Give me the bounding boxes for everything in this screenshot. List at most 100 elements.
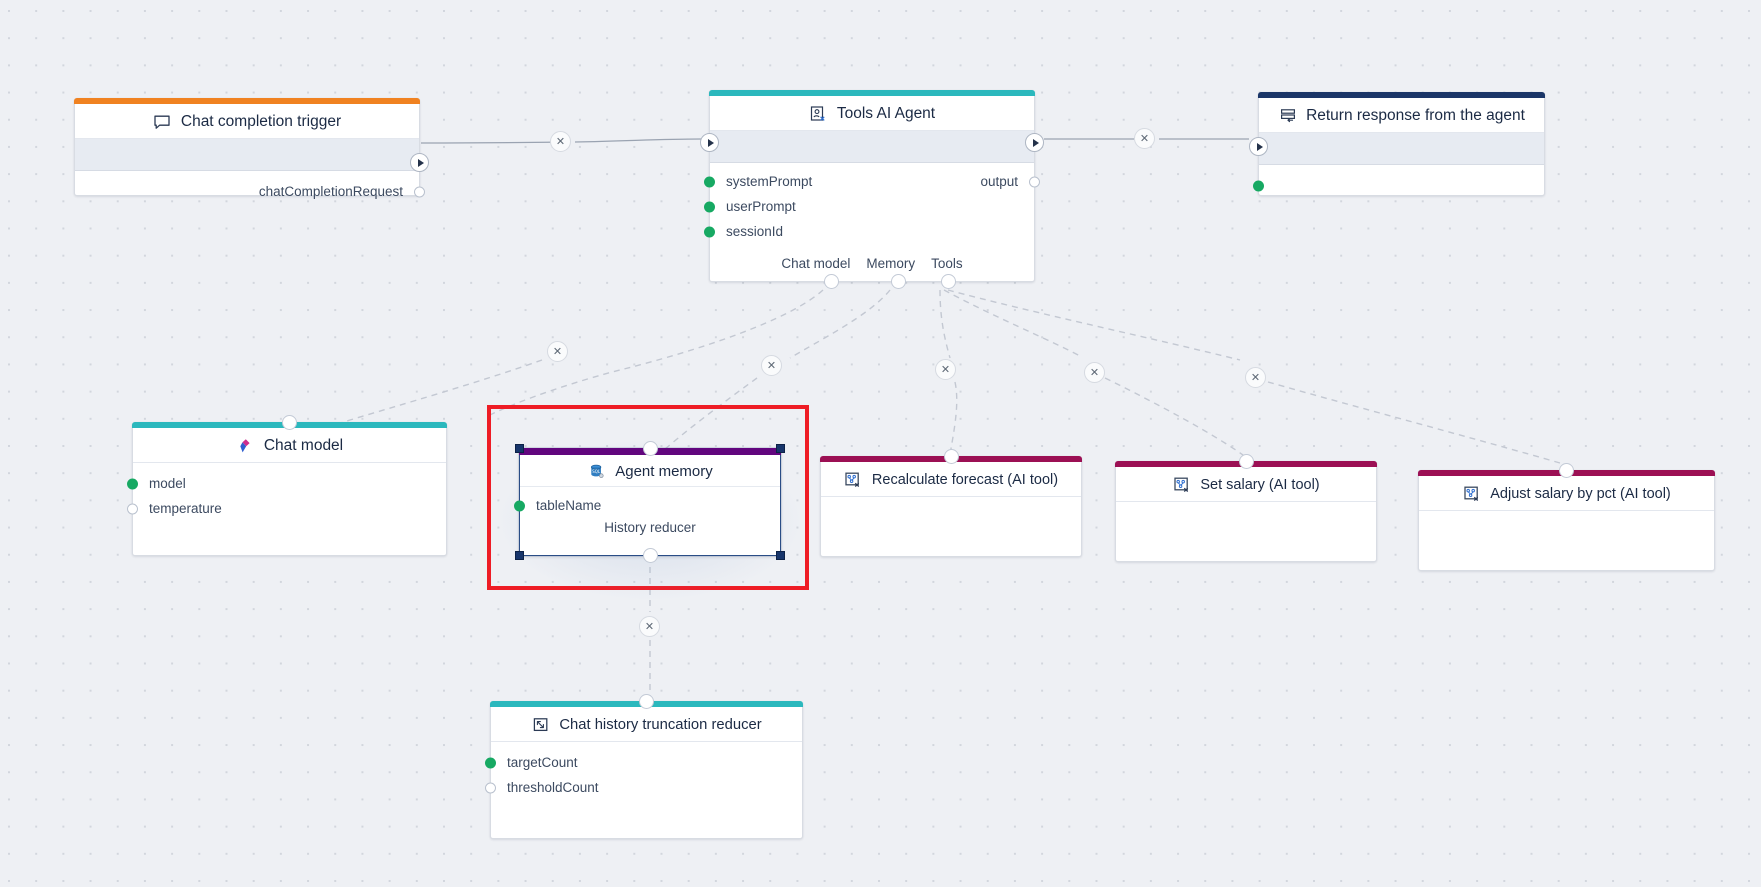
- node-title-text: Chat model: [263, 436, 344, 454]
- close-icon: ✕: [1139, 132, 1150, 145]
- edge-delete-agent-to-chatmodel[interactable]: ✕: [547, 341, 568, 362]
- edge-delete-agent-to-adjustsalary[interactable]: ✕: [1245, 367, 1266, 388]
- ai-agent-icon: [809, 104, 828, 123]
- bottom-port-label-history-reducer: History reducer: [604, 520, 696, 535]
- node-body: systemPrompt output userPrompt sessionId…: [704, 163, 1040, 271]
- node-body: targetCount thresholdCount: [485, 742, 802, 800]
- node-agent-memory[interactable]: SQL Agent memory tableName History reduc…: [514, 441, 785, 563]
- input-port-dot[interactable]: [704, 201, 715, 212]
- node-return-response[interactable]: Return response from the agent: [1249, 92, 1545, 198]
- input-port-label: userPrompt: [726, 198, 796, 214]
- input-port-dot[interactable]: [514, 500, 525, 511]
- output-port-dot[interactable]: [414, 186, 425, 197]
- input-port-label: systemPrompt: [726, 173, 813, 189]
- top-handle-adjust-salary[interactable]: [1559, 463, 1574, 478]
- close-icon: ✕: [1089, 366, 1100, 379]
- node-tools-ai-agent[interactable]: Tools AI Agent systemPrompt output userP…: [700, 90, 1044, 289]
- selection-handle-top-left[interactable]: [515, 444, 524, 453]
- flow-output-handle[interactable]: [1025, 133, 1044, 152]
- input-port-row[interactable]: [1253, 173, 1544, 198]
- edge-delete-agent-to-setsalary[interactable]: ✕: [1084, 362, 1105, 383]
- input-port-row-systemprompt[interactable]: systemPrompt output: [704, 169, 1040, 194]
- flow-input-handle[interactable]: [1249, 137, 1268, 156]
- input-port-dot[interactable]: [127, 503, 138, 514]
- input-port-dot[interactable]: [1253, 180, 1264, 191]
- top-handle-recalculate-forecast[interactable]: [943, 449, 959, 464]
- node-chat-model[interactable]: Chat model model temperature: [127, 415, 447, 556]
- node-chat-history-truncation-reducer[interactable]: Chat history truncation reducer targetCo…: [485, 694, 803, 839]
- close-icon: ✕: [644, 620, 655, 633]
- execution-strip: [710, 131, 1034, 163]
- input-port-label: tableName: [536, 497, 602, 513]
- output-port-label: chatCompletionRequest: [258, 183, 403, 199]
- input-port-row-model[interactable]: model: [127, 471, 446, 496]
- input-port-row-userprompt[interactable]: userPrompt: [704, 194, 1034, 219]
- node-title-bar: Return response from the agent: [1259, 99, 1544, 133]
- input-port-label: thresholdCount: [507, 779, 599, 795]
- node-chat-completion-trigger[interactable]: Chat completion trigger chatCompletionRe…: [74, 98, 429, 198]
- input-port-row-targetcount[interactable]: targetCount: [485, 750, 802, 775]
- node-body: [1253, 173, 1544, 198]
- bottom-handle-memory[interactable]: [891, 274, 906, 289]
- bottom-port-label-memory: Memory: [866, 256, 916, 271]
- node-title-bar: Tools AI Agent: [710, 97, 1034, 131]
- node-title-bar: Chat model: [133, 429, 446, 463]
- output-port-label: output: [980, 174, 1018, 189]
- red-highlight-rectangle: [487, 405, 809, 590]
- node-set-salary[interactable]: Set salary (AI tool): [1115, 454, 1377, 562]
- node-body: tableName History reducer: [514, 487, 780, 535]
- close-icon: ✕: [766, 359, 777, 372]
- output-port-dot[interactable]: [1029, 176, 1040, 187]
- edge-delete-agent-to-memory[interactable]: ✕: [761, 355, 782, 376]
- node-recalculate-forecast[interactable]: Recalculate forecast (AI tool): [820, 449, 1082, 557]
- top-handle-reducer[interactable]: [639, 694, 654, 709]
- flow-output-handle[interactable]: [410, 153, 429, 172]
- node-accent-bar: [1258, 92, 1545, 98]
- edge-delete-memory-to-reducer[interactable]: ✕: [639, 616, 660, 637]
- execution-strip: [1259, 133, 1544, 165]
- selection-handle-bottom-left[interactable]: [515, 551, 524, 560]
- node-title-bar: Adjust salary by pct (AI tool): [1419, 477, 1714, 511]
- bottom-handle-tools[interactable]: [941, 274, 956, 289]
- close-icon: ✕: [555, 135, 566, 148]
- return-response-icon: [1278, 106, 1297, 125]
- input-port-dot[interactable]: [704, 176, 715, 187]
- ai-tool-icon: [844, 470, 863, 489]
- input-port-dot[interactable]: [485, 782, 496, 793]
- node-body: chatCompletionRequest: [75, 179, 425, 204]
- input-port-row-sessionid[interactable]: sessionId: [704, 219, 1034, 244]
- node-title-bar: Chat history truncation reducer: [491, 708, 802, 742]
- flow-input-handle[interactable]: [700, 133, 719, 152]
- top-handle-chat-model[interactable]: [282, 415, 297, 430]
- close-icon: ✕: [552, 345, 563, 358]
- bottom-port-label-chat-model: Chat model: [781, 256, 851, 271]
- input-port-dot[interactable]: [127, 478, 138, 489]
- input-port-row-temperature[interactable]: temperature: [127, 496, 446, 521]
- edge-delete-agent-to-response[interactable]: ✕: [1134, 128, 1155, 149]
- input-port-row-thresholdcount[interactable]: thresholdCount: [485, 775, 802, 800]
- edge-delete-trigger-to-agent[interactable]: ✕: [550, 131, 571, 152]
- node-title-text: Set salary (AI tool): [1200, 476, 1320, 493]
- bottom-handle-history-reducer[interactable]: [642, 548, 658, 563]
- bottom-handle-chat-model[interactable]: [824, 274, 839, 289]
- input-port-label: targetCount: [507, 754, 578, 770]
- node-adjust-salary-by-pct[interactable]: Adjust salary by pct (AI tool): [1418, 463, 1715, 571]
- input-port-dot[interactable]: [704, 226, 715, 237]
- input-port-label: model: [149, 475, 186, 491]
- selection-handle-bottom-right[interactable]: [776, 551, 785, 560]
- node-accent-bar: [74, 98, 420, 104]
- edge-delete-agent-to-recalculate[interactable]: ✕: [935, 359, 956, 380]
- output-port-row[interactable]: chatCompletionRequest: [75, 179, 425, 204]
- ai-tool-icon: [1172, 475, 1191, 494]
- input-port-dot[interactable]: [485, 757, 496, 768]
- top-handle-set-salary[interactable]: [1238, 454, 1254, 469]
- node-title-text: Adjust salary by pct (AI tool): [1490, 485, 1671, 502]
- node-title-text: Recalculate forecast (AI tool): [871, 471, 1059, 488]
- selection-handle-top-right[interactable]: [776, 444, 785, 453]
- chat-model-icon: [236, 436, 255, 455]
- node-title-bar: SQL Agent memory: [520, 456, 780, 487]
- input-port-row-tablename[interactable]: tableName: [514, 493, 780, 518]
- svg-text:SQL: SQL: [592, 469, 601, 474]
- top-handle-agent-memory[interactable]: [642, 441, 658, 456]
